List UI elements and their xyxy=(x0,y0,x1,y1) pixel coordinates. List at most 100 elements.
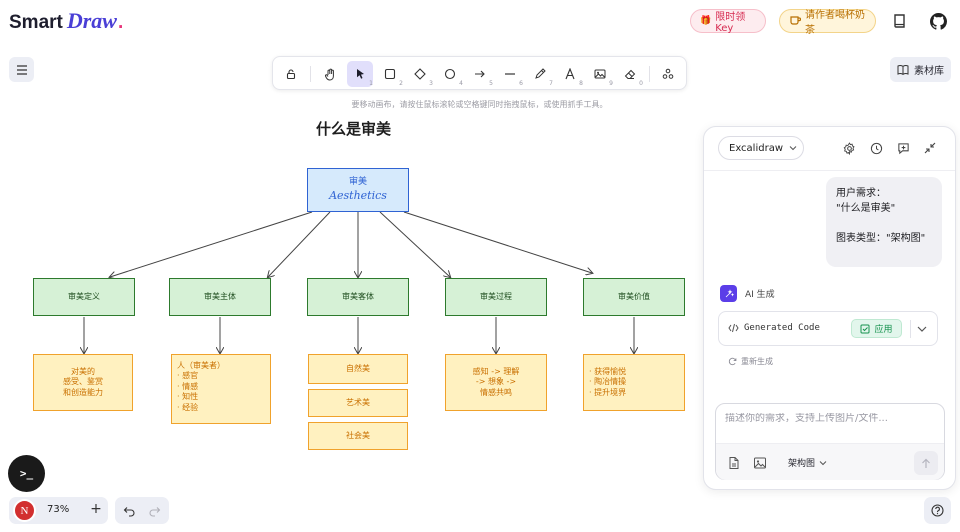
help-button[interactable] xyxy=(924,497,951,524)
diagram-type-value: 架构图 xyxy=(788,459,816,469)
ai-magic-icon xyxy=(720,285,737,302)
generated-code-card[interactable]: Generated Code 应用 xyxy=(718,311,938,346)
free-key-button[interactable]: 🎁 限时领 Key xyxy=(690,9,766,34)
category-subject[interactable]: 审美主体 xyxy=(169,278,271,316)
card-divider xyxy=(910,320,911,338)
image-icon xyxy=(594,69,606,79)
apply-button[interactable]: 应用 xyxy=(851,319,902,338)
eraser-icon xyxy=(624,69,636,79)
image-upload-icon[interactable] xyxy=(753,456,767,470)
zoom-in-button[interactable]: + xyxy=(90,501,102,517)
rectangle-shortcut: 2 xyxy=(399,80,403,87)
text-tool[interactable]: 8 xyxy=(557,61,583,87)
book-icon[interactable] xyxy=(889,10,911,32)
rectangle-icon xyxy=(384,68,396,80)
ai-response-header: AI 生成 xyxy=(720,285,775,302)
leaf-text: 感受、鉴赏 xyxy=(63,377,103,387)
expand-chevron-icon[interactable] xyxy=(915,322,929,336)
new-chat-icon[interactable] xyxy=(894,139,912,157)
history-icon[interactable] xyxy=(867,139,885,157)
settings-icon[interactable] xyxy=(840,139,858,157)
pencil-tool[interactable]: 7 xyxy=(527,61,553,87)
donate-button[interactable]: 请作者喝杯奶茶 xyxy=(779,9,876,36)
diamond-icon xyxy=(414,68,426,80)
leaf-text: · 经验 xyxy=(177,402,199,412)
eraser-tool[interactable]: 0 xyxy=(617,61,643,87)
select-tool[interactable]: 1 xyxy=(347,61,373,87)
connector-root-subject xyxy=(268,211,331,277)
line-shortcut: 6 xyxy=(519,80,523,87)
terminal-icon: >_ xyxy=(19,467,34,480)
terminal-button[interactable]: >_ xyxy=(8,455,45,492)
input-toolbar: 架构图 xyxy=(716,443,944,480)
logo-prefix: Smart xyxy=(9,12,63,33)
arrow-tool[interactable]: 5 xyxy=(467,61,493,87)
github-icon[interactable] xyxy=(927,10,949,32)
logo[interactable]: Smart Draw . xyxy=(9,8,123,34)
hand-icon xyxy=(324,68,334,81)
lock-tool[interactable] xyxy=(278,61,304,87)
leaf-text: · 提升境界 xyxy=(589,387,627,397)
code-icon xyxy=(728,323,739,333)
connector-root-value xyxy=(403,211,592,273)
root-node[interactable]: 审美 Aesthetics xyxy=(307,168,409,212)
diagram-type-select[interactable]: 架构图 xyxy=(788,456,827,469)
menu-button[interactable] xyxy=(9,57,34,82)
collapse-icon[interactable] xyxy=(921,139,939,157)
leaf-text: · 情感 xyxy=(177,381,199,391)
user-message-line: 用户需求： xyxy=(836,188,886,199)
drawing-toolbar: 1 2 3 4 5 6 7 8 xyxy=(272,56,687,90)
generated-code-label: Generated Code xyxy=(744,323,820,333)
zoom-level[interactable]: 73% xyxy=(47,504,70,515)
panel-divider xyxy=(704,170,955,171)
regenerate-button[interactable]: 重新生成 xyxy=(728,356,773,367)
message-spacer xyxy=(836,216,932,231)
leaf-definition[interactable]: 对美的 感受、鉴赏 和创造能力 xyxy=(33,354,133,411)
zoom-controls: N 73% + xyxy=(9,497,108,524)
cursor-icon xyxy=(356,69,364,79)
library-button[interactable]: 素材库 xyxy=(890,57,951,82)
undo-icon[interactable] xyxy=(123,504,136,517)
ai-label-text: AI 生成 xyxy=(745,290,775,300)
leaf-object-social[interactable]: 社会美 xyxy=(308,422,408,450)
category-value[interactable]: 审美价值 xyxy=(583,278,685,316)
image-tool[interactable]: 9 xyxy=(587,61,613,87)
rectangle-tool[interactable]: 2 xyxy=(377,61,403,87)
line-icon xyxy=(505,73,515,75)
leaf-text: -> 想象 -> xyxy=(475,377,517,387)
ellipse-tool[interactable]: 4 xyxy=(437,61,463,87)
more-tools[interactable] xyxy=(655,61,681,87)
library-icon xyxy=(897,64,909,75)
history-controls xyxy=(115,497,169,524)
leaf-object-nature[interactable]: 自然美 xyxy=(308,354,408,384)
send-button[interactable] xyxy=(914,451,938,475)
leaf-subject[interactable]: 人（审美者） · 感官 · 情感 · 知性 · 经验 xyxy=(171,354,271,424)
file-icon[interactable] xyxy=(727,456,741,470)
diagram-title[interactable]: 什么是审美 xyxy=(316,120,392,138)
category-object[interactable]: 审美客体 xyxy=(307,278,409,316)
line-tool[interactable]: 6 xyxy=(497,61,523,87)
user-message-bubble: 用户需求： "什么是审美" 图表类型："架构图" xyxy=(826,177,942,267)
redo-icon[interactable] xyxy=(148,504,161,517)
model-select[interactable]: Excalidraw xyxy=(718,136,804,160)
user-avatar[interactable]: N xyxy=(13,499,36,522)
library-label: 素材库 xyxy=(914,66,944,77)
diamond-tool[interactable]: 3 xyxy=(407,61,433,87)
generated-code-title: Generated Code xyxy=(728,323,820,333)
category-process[interactable]: 审美过程 xyxy=(445,278,547,316)
leaf-text: 情感共鸣 xyxy=(480,387,512,397)
leaf-value[interactable]: · 获得愉悦 · 陶冶情操 · 提升境界 xyxy=(583,354,685,411)
ellipse-shortcut: 4 xyxy=(459,80,463,87)
pencil-shortcut: 7 xyxy=(549,80,553,87)
prompt-input[interactable] xyxy=(725,413,935,424)
leaf-process[interactable]: 感知 -> 理解 -> 想象 -> 情感共鸣 xyxy=(445,354,547,411)
eraser-shortcut: 0 xyxy=(639,80,643,87)
hand-tool[interactable] xyxy=(317,61,343,87)
apply-icon xyxy=(860,324,870,333)
gift-icon: 🎁 xyxy=(700,16,712,26)
diamond-shortcut: 3 xyxy=(429,80,433,87)
category-definition[interactable]: 审美定义 xyxy=(33,278,135,316)
apply-label: 应用 xyxy=(874,325,893,335)
leaf-object-art[interactable]: 艺术美 xyxy=(308,389,408,417)
